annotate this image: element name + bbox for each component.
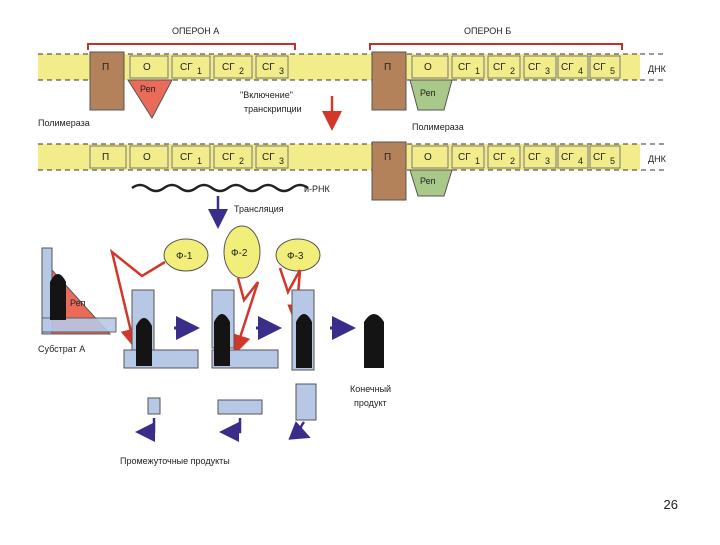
gene-a1-top: СГ [180,62,193,73]
gene-b1-sub-top: 1 [475,66,480,76]
f2-action-arrow [231,277,260,355]
byproduct-2 [217,399,263,442]
operator-b-label-bottom: О [424,152,432,163]
gene-a3-sub-top: 3 [279,66,284,76]
promoter-b-top [371,51,407,111]
polymerase-label-a: Полимераза [38,118,90,128]
repressor-red-top [127,79,173,119]
enzyme-f1 [163,238,209,272]
enzyme-f2-label: Ф-2 [231,248,248,259]
mrna-wave [131,183,309,193]
intermediate-1-molecule [211,289,279,369]
intermediates-label: Промежуточные продукты [120,456,230,466]
gene-b3-bottom: СГ [528,152,541,163]
gene-b2-bottom: СГ [493,152,506,163]
promoter-b-label-bottom: П [384,152,391,163]
polymerase-label-b: Полимераза [412,122,464,132]
repressor-red-label: Реп [140,84,156,94]
dna-strand-bottom [38,143,665,171]
operon-b-title: ОПЕРОН Б [464,26,511,36]
mrna-label: и-РНК [304,184,331,194]
translation-label: Трансляция [234,204,284,214]
switch-on-line1: "Включение" [240,90,293,100]
dna-label-bottom: ДНК [648,154,667,164]
operator-a-label-top: О [143,62,151,73]
byproduct-3 [288,383,317,440]
gene-b4-sub-top: 4 [578,66,583,76]
gene-a1-sub-bottom: 1 [197,156,202,166]
dna-label-top: ДНК [648,64,667,74]
repressor-green-label-top: Реп [420,88,436,98]
gene-a2-bottom: СГ [222,152,235,163]
gene-b3-top: СГ [528,62,541,73]
promoter-a-label-top: П [102,62,109,73]
substrate-a-label: Субстрат А [38,344,85,354]
gene-a1-sub-top: 1 [197,66,202,76]
repressor-label-bottom: Реп [70,298,86,308]
gene-a3-top: СГ [262,62,275,73]
promoter-a-top [89,51,125,111]
repressor-green-top [409,79,453,111]
substrate-a-molecule [123,289,199,369]
operon-b-bracket: ОПЕРОН Б [369,26,623,50]
gene-b4-sub-bottom: 4 [578,156,583,166]
gene-b3-sub-top: 3 [545,66,550,76]
end-product-molecule [364,314,384,368]
repressor-green-label-bottom: Реп [420,176,436,186]
switch-on-line2: транскрипции [244,104,302,114]
operon-a-title: ОПЕРОН А [172,26,219,36]
promoter-b-label-top: П [384,62,391,73]
gene-b4-bottom: СГ [561,152,574,163]
enzyme-f2 [223,225,261,279]
gene-a2-sub-top: 2 [239,66,244,76]
gene-b5-sub-bottom: 5 [610,156,615,166]
operon-a-bracket: ОПЕРОН А [87,26,296,50]
gene-a2-sub-bottom: 2 [239,156,244,166]
gene-b2-sub-bottom: 2 [510,156,515,166]
repressor-green-bottom [409,169,453,197]
enzyme-f3-label: Ф-3 [287,251,304,262]
gene-b2-sub-top: 2 [510,66,515,76]
gene-b1-sub-bottom: 1 [475,156,480,166]
promoter-a-label-bottom: П [102,152,109,163]
end-product-label-line2: продукт [354,398,387,408]
f1-action-arrow [109,248,166,349]
gene-b5-top: СГ [593,62,606,73]
gene-b4-top: СГ [561,62,574,73]
byproduct-1 [135,397,161,442]
gene-b5-sub-top: 5 [610,66,615,76]
gene-b2-top: СГ [493,62,506,73]
operator-a-label-bottom: О [143,152,151,163]
gene-b1-bottom: СГ [458,152,471,163]
dna-strand-top [38,53,665,81]
gene-a1-bottom: СГ [180,152,193,163]
gene-b5-bottom: СГ [593,152,606,163]
enzyme-f3 [275,238,321,272]
gene-b1-top: СГ [458,62,471,73]
operator-b-label-top: О [424,62,432,73]
promoter-b-bottom [371,141,407,201]
repressor-end-product-complex [41,247,117,335]
end-product-label-line1: Конечный [350,384,391,394]
gene-b3-sub-bottom: 3 [545,156,550,166]
gene-a2-top: СГ [222,62,235,73]
gene-a3-bottom: СГ [262,152,275,163]
enzyme-f1-label: Ф-1 [176,251,193,262]
gene-a3-sub-bottom: 3 [279,156,284,166]
page-number: 26 [663,497,678,512]
intermediate-2-molecule [291,289,315,371]
